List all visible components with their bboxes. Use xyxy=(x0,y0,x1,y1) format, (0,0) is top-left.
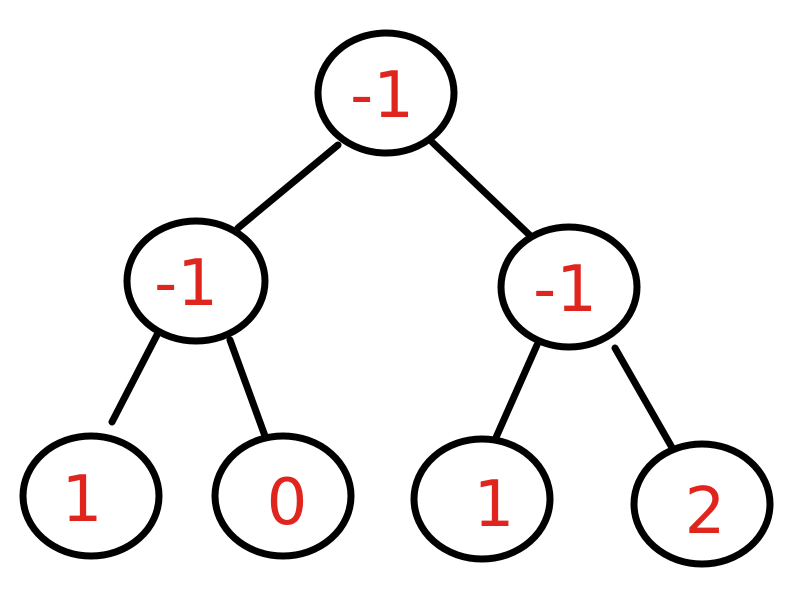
node-label: -1 xyxy=(533,253,597,327)
node-circle xyxy=(211,432,355,560)
node-label: 1 xyxy=(62,463,103,537)
edge-left-to-left-right xyxy=(226,336,269,440)
tree-node-right-left: 1 xyxy=(410,435,554,563)
tree-node-left-left: 1 xyxy=(19,432,163,560)
node-circle xyxy=(19,432,163,560)
tree-edges xyxy=(108,138,682,462)
node-circle xyxy=(630,440,774,568)
tree-node-left-right: 0 xyxy=(211,432,355,560)
tree-node-right-right: 2 xyxy=(630,440,774,568)
node-label: -1 xyxy=(350,59,414,133)
node-label: 2 xyxy=(685,475,726,549)
tree-node-left: -1 xyxy=(123,217,269,345)
node-label: -1 xyxy=(154,247,218,321)
node-label: 1 xyxy=(474,468,515,542)
edge-root-to-right xyxy=(428,138,544,249)
node-circle xyxy=(314,29,458,157)
edge-left-to-left-left xyxy=(108,329,162,426)
edge-right-to-right-left xyxy=(490,341,541,446)
edge-right-to-right-right xyxy=(611,344,682,462)
edge-root-to-left xyxy=(234,141,342,232)
tree-node-right: -1 xyxy=(497,223,641,351)
node-circle xyxy=(123,217,269,345)
node-circle xyxy=(497,223,641,351)
node-circle xyxy=(410,435,554,563)
tree-node-root: -1 xyxy=(314,29,458,157)
tree-nodes: -1 -1 -1 1 0 1 2 xyxy=(19,29,774,568)
node-label: 0 xyxy=(267,466,308,540)
